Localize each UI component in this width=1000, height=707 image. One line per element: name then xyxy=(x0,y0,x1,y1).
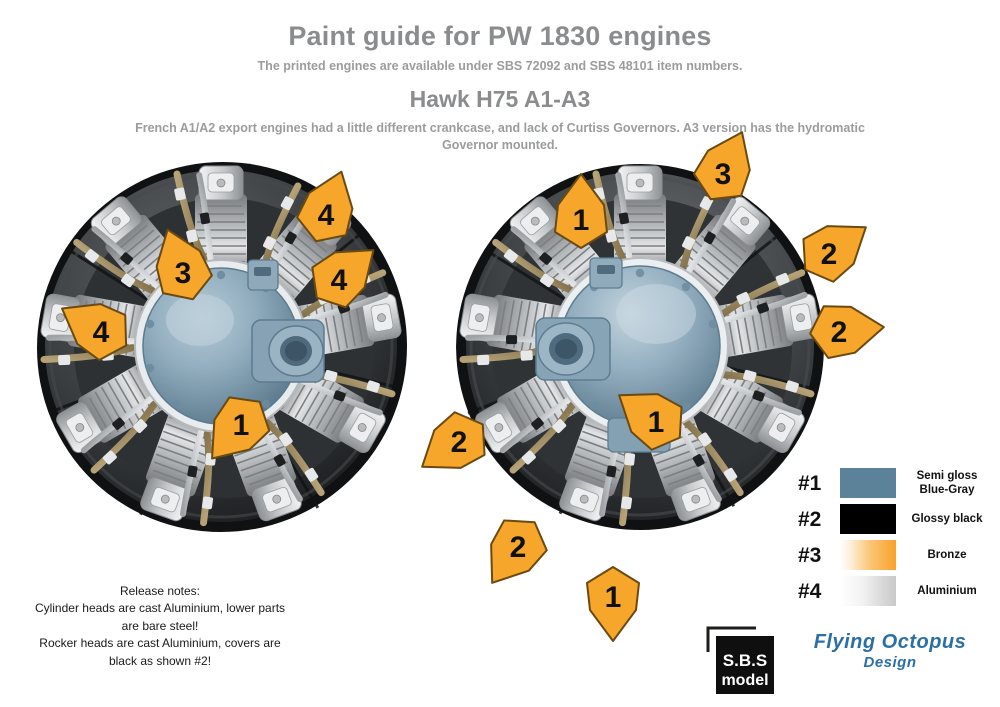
callout-shape: 1 xyxy=(554,173,608,249)
legend-row: #3 Bronze xyxy=(798,538,994,572)
legend-row: #1 Semi gloss Blue-Gray xyxy=(798,466,994,500)
callout-marker-3: 3 xyxy=(692,131,754,220)
callout-shape: 3 xyxy=(692,131,751,201)
callout-number: 4 xyxy=(331,264,348,297)
legend-label: Aluminium xyxy=(917,584,977,597)
callout-shape: 2 xyxy=(421,411,486,469)
legend-key: #1 xyxy=(798,471,822,495)
callout-shape: 2 xyxy=(490,519,548,584)
release-notes-line5: black as shown #2! xyxy=(108,653,212,668)
callout-marker-4: 4 xyxy=(61,300,132,378)
legend-row: #2 Glossy black xyxy=(798,502,994,536)
release-notes-title: Release notes: xyxy=(119,584,201,598)
callout-marker-4: 4 xyxy=(308,248,375,326)
header: Paint guide for PW 1830 engines The prin… xyxy=(0,21,1000,153)
callout-marker-4: 4 xyxy=(295,170,357,261)
left-engine-image xyxy=(28,148,428,558)
nose-case xyxy=(251,319,325,383)
callout-shape: 1 xyxy=(211,396,271,460)
callout-shape: 2 xyxy=(802,225,867,283)
legend-label-line1: Semi gloss xyxy=(916,469,978,482)
callout-marker-1: 1 xyxy=(618,390,687,468)
callout-number: 3 xyxy=(175,257,192,290)
callout-shape: 4 xyxy=(61,303,128,362)
callout-marker-2: 2 xyxy=(808,300,885,378)
callout-number: 4 xyxy=(318,199,335,232)
callout-shape: 4 xyxy=(296,170,354,243)
legend-label: Semi gloss Blue-Gray xyxy=(896,469,994,498)
right-engine-graphic xyxy=(456,164,824,530)
callout-shape: 4 xyxy=(311,249,375,309)
model-note: French A1/A2 export engines had a little… xyxy=(135,120,865,152)
legend-row: #4 Aluminium xyxy=(798,574,994,608)
callout-marker-1: 1 xyxy=(210,393,272,471)
legend-swatch-bronze xyxy=(840,540,896,570)
right-engine-image xyxy=(440,148,840,558)
callout-marker-1: 1 xyxy=(550,173,612,266)
callout-number: 1 xyxy=(573,204,590,237)
callout-number: 3 xyxy=(715,158,732,191)
flying-octopus-logo: Flying Octopus Design xyxy=(792,632,988,672)
octopus-logo-line2: Design xyxy=(863,654,917,671)
callout-number: 2 xyxy=(451,426,468,459)
sbs-logo-line2: model xyxy=(721,672,768,689)
sbs-logo-graphic: S.B.S model xyxy=(706,626,774,694)
paint-legend: #1 Semi gloss Blue-Gray #2 Glossy black … xyxy=(798,466,994,610)
sbs-logo-line1: S.B.S xyxy=(723,651,767,670)
crankcase-hub xyxy=(535,257,729,453)
callout-marker-1: 1 xyxy=(582,565,644,643)
callout-number: 1 xyxy=(233,409,250,442)
callout-marker-2: 2 xyxy=(421,410,490,488)
callout-number: 2 xyxy=(821,238,838,271)
legend-swatch-semi-gloss-blue-gray xyxy=(840,468,896,498)
callout-marker-3: 3 xyxy=(152,228,214,319)
left-engine-graphic xyxy=(37,162,407,532)
release-notes-line4: Rocker heads are cast Aluminium, covers … xyxy=(39,636,281,651)
callout-number: 2 xyxy=(831,316,848,349)
legend-key: #2 xyxy=(798,507,822,531)
release-notes-line3: are bare steel! xyxy=(121,618,199,633)
legend-swatch-glossy-black xyxy=(840,504,896,534)
callout-marker-2: 2 xyxy=(487,515,549,593)
sbs-model-logo: S.B.S model xyxy=(706,626,780,696)
page-title: Paint guide for PW 1830 engines xyxy=(288,21,712,51)
callout-shape: 1 xyxy=(586,566,640,642)
callout-number: 2 xyxy=(510,531,527,564)
legend-key: #3 xyxy=(798,543,822,567)
legend-swatch-aluminium xyxy=(840,576,896,606)
callout-shape: 1 xyxy=(618,393,683,451)
legend-key: #4 xyxy=(798,579,822,603)
nose-case xyxy=(535,317,611,381)
callout-number: 1 xyxy=(605,581,622,614)
model-title: Hawk H75 A1-A3 xyxy=(409,86,591,113)
legend-label: Bronze xyxy=(927,548,967,561)
callout-number: 1 xyxy=(648,406,665,439)
release-notes: Release notes: Cylinder heads are cast A… xyxy=(10,583,310,670)
callout-marker-2: 2 xyxy=(798,222,867,300)
legend-label: Glossy black xyxy=(911,512,983,525)
legend-label-line2: Blue-Gray xyxy=(919,484,975,496)
callout-shape: 2 xyxy=(809,305,885,360)
callout-number: 4 xyxy=(93,316,110,349)
octopus-logo-line1: Flying Octopus xyxy=(813,631,967,653)
page-subtitle: The printed engines are available under … xyxy=(257,58,743,73)
release-notes-line2: Cylinder heads are cast Aluminium, lower… xyxy=(34,601,286,616)
callout-shape: 3 xyxy=(155,228,213,301)
